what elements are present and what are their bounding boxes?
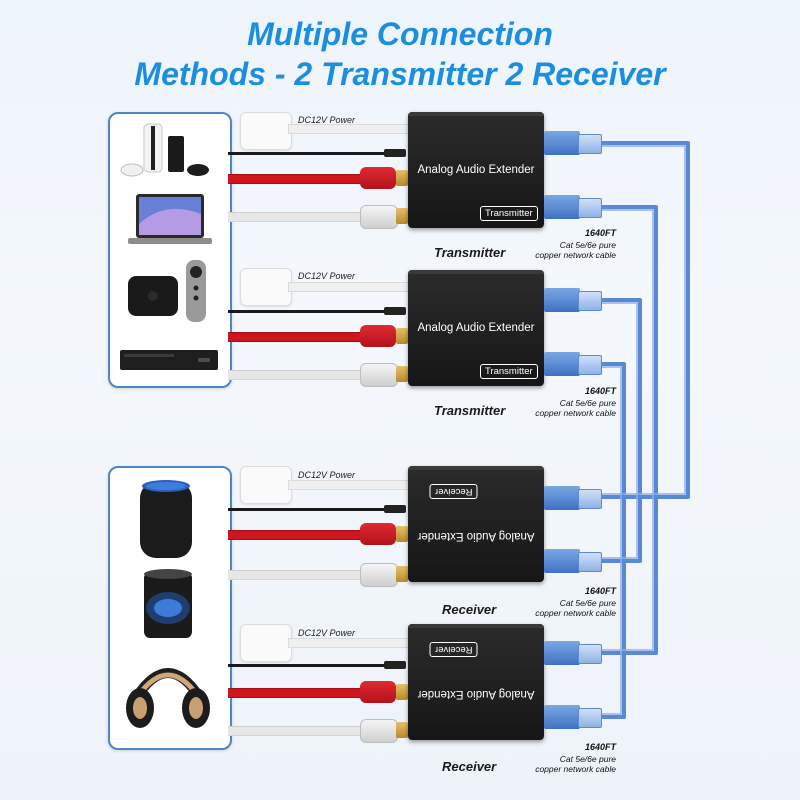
- role-label: Receiver: [442, 602, 497, 617]
- device-name: Analog Audio Extender: [417, 164, 535, 176]
- source-devices-illustration: [120, 123, 218, 370]
- role-label: Receiver: [442, 759, 497, 774]
- rca-white-cable: [228, 726, 368, 736]
- smart-speaker-icon: [140, 480, 192, 558]
- device-name: Analog Audio Extender: [417, 530, 535, 542]
- device-name: Analog Audio Extender: [417, 322, 535, 334]
- rca-white-cable: [228, 570, 368, 580]
- rca-tip: [396, 722, 408, 738]
- cable-type-label-2: copper network cable: [535, 408, 616, 418]
- cable-length-label: 1640FT: [584, 386, 616, 396]
- receiver-unit-1: Receiver Analog Audio Extender: [408, 466, 544, 582]
- power-adapter-icon: [240, 624, 292, 662]
- device-name: Analog Audio Extender: [417, 688, 535, 700]
- dc-plug: [384, 149, 406, 157]
- role-label: Transmitter: [434, 403, 506, 418]
- rca-red-plug: [360, 325, 396, 347]
- rj45-connector-icon: [544, 486, 602, 510]
- dc-power-cable: [288, 480, 410, 490]
- rj45-connector-icon: [544, 195, 602, 219]
- title-line-1: Multiple Connection: [247, 16, 553, 52]
- rca-tip: [396, 684, 408, 700]
- device-badge: Transmitter: [480, 364, 538, 379]
- dc-power-label: DC12V Power: [298, 628, 356, 638]
- tv-box-remote-icon: [128, 260, 206, 322]
- receiver-unit-2: Receiver Analog Audio Extender: [408, 624, 544, 740]
- cable-type-label-1: Cat 5e/6e pure: [559, 240, 616, 250]
- dc-power-label: DC12V Power: [298, 115, 356, 125]
- cable-type-label-2: copper network cable: [535, 608, 616, 618]
- dc-power-label: DC12V Power: [298, 271, 356, 281]
- audio-cable-black: [228, 664, 386, 667]
- cable-type-label-1: Cat 5e/6e pure: [559, 754, 616, 764]
- transmitter-unit-1: Analog Audio Extender Transmitter: [408, 112, 544, 228]
- bluetooth-speaker-icon: [144, 569, 192, 638]
- rca-tip: [396, 366, 408, 382]
- game-console-icon: [120, 123, 209, 177]
- cable-type-label-1: Cat 5e/6e pure: [559, 398, 616, 408]
- dc-power-cable: [288, 282, 410, 292]
- rca-white-plug: [360, 563, 398, 587]
- rca-red-cable: [228, 174, 368, 184]
- rj45-connector-icon: [544, 549, 602, 573]
- rca-white-plug: [360, 363, 398, 387]
- dc-power-cable: [288, 638, 410, 648]
- dc-power-cable: [288, 124, 410, 134]
- rca-red-cable: [228, 530, 368, 540]
- rca-red-cable: [228, 688, 368, 698]
- rca-tip: [396, 208, 408, 224]
- rca-white-plug: [360, 719, 398, 743]
- rca-red-cable: [228, 332, 368, 342]
- audio-cable-black: [228, 310, 386, 313]
- title-line-2: Methods - 2 Transmitter 2 Receiver: [134, 56, 666, 92]
- audio-cable-black: [228, 508, 386, 511]
- output-devices-illustration: [126, 480, 210, 728]
- blu-ray-player-icon: [120, 350, 218, 370]
- dc-plug: [384, 505, 406, 513]
- rca-white-cable: [228, 370, 368, 380]
- transmitter-unit-2: Analog Audio Extender Transmitter: [408, 270, 544, 386]
- dc-power-label: DC12V Power: [298, 470, 356, 480]
- rca-tip: [396, 328, 408, 344]
- power-adapter-icon: [240, 112, 292, 150]
- rca-red-plug: [360, 167, 396, 189]
- rca-tip: [396, 566, 408, 582]
- cable-type-label-1: Cat 5e/6e pure: [559, 598, 616, 608]
- rca-tip: [396, 526, 408, 542]
- device-badge: Receiver: [430, 484, 478, 499]
- cable-type-label-2: copper network cable: [535, 250, 616, 260]
- cable-length-label: 1640FT: [584, 586, 616, 596]
- rj45-connector-icon: [544, 288, 602, 312]
- power-adapter-icon: [240, 268, 292, 306]
- power-adapter-icon: [240, 466, 292, 504]
- rca-white-cable: [228, 212, 368, 222]
- output-devices-panel: [108, 466, 232, 750]
- rca-red-plug: [360, 523, 396, 545]
- cable-length-label: 1640FT: [584, 742, 616, 752]
- device-badge: Receiver: [430, 642, 478, 657]
- rca-tip: [396, 170, 408, 186]
- cable-length-label: 1640FT: [584, 228, 616, 238]
- laptop-icon: [128, 194, 212, 244]
- rca-red-plug: [360, 681, 396, 703]
- rca-white-plug: [360, 205, 398, 229]
- headphones-icon: [126, 668, 210, 728]
- cable-type-label-2: copper network cable: [535, 764, 616, 774]
- dc-plug: [384, 661, 406, 669]
- rj45-connector-icon: [544, 131, 602, 155]
- role-label: Transmitter: [434, 245, 506, 260]
- device-badge: Transmitter: [480, 206, 538, 221]
- rj45-connector-icon: [544, 705, 602, 729]
- rj45-connector-icon: [544, 352, 602, 376]
- dc-plug: [384, 307, 406, 315]
- source-devices-panel: [108, 112, 232, 388]
- rj45-connector-icon: [544, 641, 602, 665]
- audio-cable-black: [228, 152, 386, 155]
